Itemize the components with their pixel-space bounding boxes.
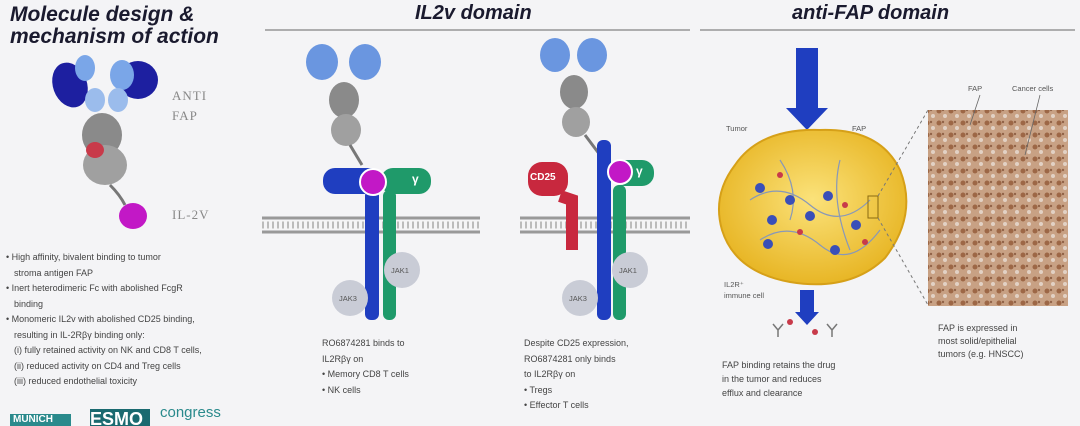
gamma-label-right: γ (636, 164, 643, 178)
efflux-arrow (772, 290, 838, 337)
receptor-right (528, 140, 654, 320)
label-fap: FAP (172, 108, 198, 123)
cd25-label: CD25 (530, 172, 556, 183)
logo-word: congress (160, 406, 221, 421)
title-line-2: mechanism of action (10, 25, 219, 48)
tumor-label: Tumor (726, 124, 748, 133)
logo-brand: ESMO (90, 409, 150, 426)
caption-line: FAP is expressed in (938, 323, 1018, 333)
bullet-item: Monomeric IL2v with abolished CD25 bindi… (6, 312, 261, 328)
gamma-label-left: γ (412, 172, 419, 186)
zoom-line-bottom (877, 217, 929, 306)
zoom-line-top (877, 109, 929, 197)
bullet-continuation: stroma antigen FAP (14, 267, 94, 278)
molecule-illustration (52, 55, 158, 229)
bullet-item: High affinity, bivalent binding to tumor (6, 250, 261, 266)
antibody-left (306, 44, 381, 166)
immune-cell-label: immune cell (724, 291, 765, 300)
bullet-continuation: (i) fully retained activity on NK and CD… (14, 345, 202, 355)
section-title-anti-fap: anti-FAP domain (792, 2, 950, 24)
caption-line: RO6874281 only binds (524, 353, 616, 364)
caption-bullet: NK cells (322, 383, 492, 399)
drug-arrow (786, 48, 828, 130)
congress-logo: MUNICH ESMO congress (10, 406, 250, 426)
caption-line: in the tumor and reduces (722, 374, 822, 384)
caption-bullet: Effector T cells (524, 398, 694, 414)
tumor-illustration (718, 128, 908, 286)
bullet-continuation: (ii) reduced activity on CD4 and Treg ce… (14, 360, 181, 371)
caption-line: to IL2Rβγ on (524, 369, 576, 379)
section-title-molecule: Molecule design & mechanism of action (10, 4, 260, 48)
caption-line: most solid/epithelial (938, 336, 1017, 346)
histology-fap-label: FAP (968, 84, 983, 93)
caption-line: FAP binding retains the drug (722, 360, 836, 370)
caption-line: tumors (e.g. HNSCC) (938, 349, 1024, 359)
left-bullet-list: High affinity, bivalent binding to tumor… (6, 250, 261, 390)
caption-bullet: Memory CD8 T cells (322, 367, 492, 383)
caption-line: efflux and clearance (722, 388, 803, 398)
il2r-label: IL2R⁺ (724, 280, 744, 289)
jak1-label-right: JAK1 (619, 266, 637, 275)
caption-line: Despite CD25 expression, (524, 338, 629, 348)
caption-tregs: Despite CD25 expression, RO6874281 only … (524, 336, 694, 414)
title-line-1: Molecule design & (10, 3, 195, 26)
histology-image (928, 110, 1068, 306)
jak1-label-left: JAK1 (391, 266, 409, 275)
histology-cancer-label: Cancer cells (1012, 84, 1054, 93)
section-title-il2v: IL2v domain (415, 2, 532, 24)
label-il2v: IL-2V (172, 207, 210, 222)
caption-memory-nk: RO6874281 binds to IL2Rβγ on Memory CD8 … (322, 336, 492, 398)
caption-bullet: Tregs (524, 383, 694, 399)
label-anti: ANTI (172, 88, 208, 103)
caption-fap-expression: FAP is expressed in most solid/epithelia… (938, 322, 1078, 361)
caption-line: RO6874281 binds to (322, 338, 405, 348)
receptor-left (323, 168, 431, 320)
bullet-continuation: (iii) reduced endothelial toxicity (14, 376, 138, 386)
jak3-label-left: JAK3 (339, 294, 357, 303)
caption-fap-binding: FAP binding retains the drug in the tumo… (722, 358, 902, 400)
jak3-label-right: JAK3 (569, 294, 587, 303)
bullet-continuation: resulting in IL-2Rβγ binding only: (14, 329, 145, 340)
bullet-continuation: binding (14, 298, 44, 309)
bullet-item: Inert heterodimeric Fc with abolished Fc… (6, 281, 261, 297)
antibody-right (540, 38, 607, 156)
caption-line: IL2Rβγ on (322, 353, 364, 364)
fap-label: FAP (852, 124, 867, 133)
logo-city: MUNICH (10, 414, 71, 426)
